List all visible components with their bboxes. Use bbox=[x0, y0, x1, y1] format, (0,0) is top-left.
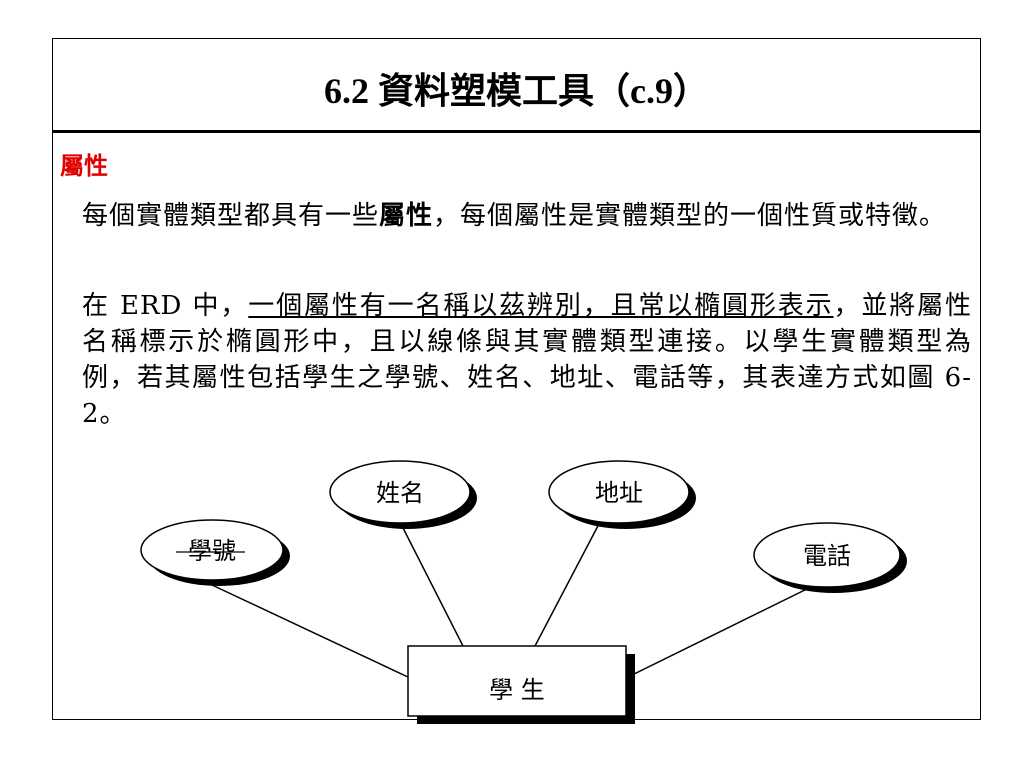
attribute-name-label: 姓名 bbox=[376, 479, 424, 507]
entity-student: 學 生 bbox=[407, 645, 635, 724]
attribute-student-id-label: 學號 bbox=[188, 537, 236, 565]
paragraph1-text-after: ，每個屬性是實體類型的一個性質或特徵。 bbox=[433, 201, 947, 231]
paragraph1-text-before: 每個實體類型都具有一些 bbox=[82, 201, 380, 231]
paragraph-attributes-definition: 每個實體類型都具有一些屬性，每個屬性是實體類型的一個性質或特徵。 bbox=[82, 198, 972, 234]
connector-student-id bbox=[211, 584, 411, 679]
attribute-phone-label: 電話 bbox=[803, 542, 851, 570]
section-heading: 屬性 bbox=[60, 151, 108, 180]
connector-phone bbox=[625, 584, 816, 679]
paragraph-erd-description: 在 ERD 中，一個屬性有一名稱以茲辨別，且常以橢圓形表示，並將屬性名稱標示於橢… bbox=[82, 288, 972, 432]
slide-title: 6.2 資料塑模工具（c.9） bbox=[324, 71, 709, 111]
attribute-phone: 電話 bbox=[753, 522, 907, 593]
connector-address bbox=[534, 521, 601, 647]
paragraph2-text-after: ，並將屬性名稱標示於橢圓形中，且以線條與其實體類型連接。以學生實體類型為例，若其… bbox=[82, 291, 972, 429]
attribute-student-id: 學號 bbox=[140, 519, 290, 586]
paragraph1-bold-term: 屬性 bbox=[379, 201, 434, 231]
paragraph2-underlined-text: 一個屬性有一名稱以茲辨別，且常以橢圓形表示 bbox=[248, 291, 834, 321]
entity-student-label: 學 生 bbox=[489, 676, 545, 704]
attribute-name: 姓名 bbox=[329, 460, 477, 529]
attribute-address: 地址 bbox=[548, 460, 696, 529]
connector-name bbox=[399, 521, 464, 647]
attribute-address-label: 地址 bbox=[595, 479, 643, 507]
title-divider bbox=[52, 130, 981, 133]
paragraph2-text-before: 在 ERD 中， bbox=[82, 291, 249, 321]
